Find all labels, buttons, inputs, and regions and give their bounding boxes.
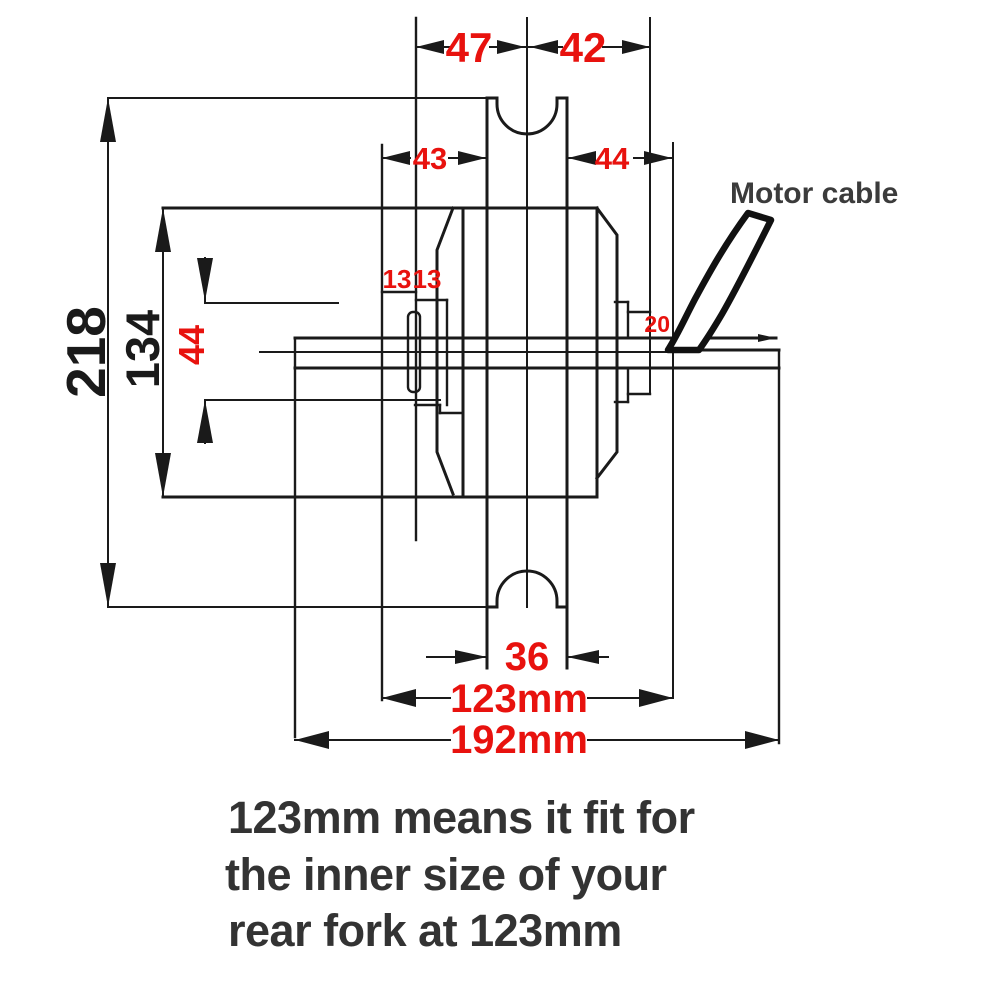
wheel-rim-section [485, 96, 569, 670]
dim-192mm-label: 192mm [450, 718, 588, 762]
caption-line-3: rear fork at 123mm [228, 905, 622, 956]
caption-line-1: 123mm means it fit for [228, 792, 695, 843]
dimension-labels: 47 42 43 44 13 13 218 134 44 20 36 123mm… [55, 24, 898, 762]
dim-47-label: 47 [446, 24, 493, 71]
dim-44-top-label: 44 [595, 141, 630, 176]
dim-134-label: 134 [116, 310, 169, 388]
dim-36-label: 36 [505, 635, 550, 679]
caption-text: 123mm means it fit for the inner size of… [225, 792, 695, 956]
dim-42-label: 42 [560, 24, 607, 71]
motor-cable-label: Motor cable [730, 177, 898, 210]
dim-13-left-label: 13 [383, 264, 412, 294]
extension-lines [107, 17, 674, 699]
dim-123mm-label: 123mm [450, 677, 588, 721]
dim-43-label: 43 [413, 141, 447, 176]
freehub-detail [380, 16, 465, 702]
motor-cable-outline [664, 209, 775, 354]
caption-line-2: the inner size of your [225, 849, 667, 900]
dim-218-label: 218 [55, 306, 117, 398]
dim-13-right-label: 13 [413, 264, 442, 294]
dimension-arrowheads [100, 40, 779, 749]
dim-44-left-label: 44 [171, 325, 212, 365]
dim-20-label: 20 [644, 311, 670, 337]
